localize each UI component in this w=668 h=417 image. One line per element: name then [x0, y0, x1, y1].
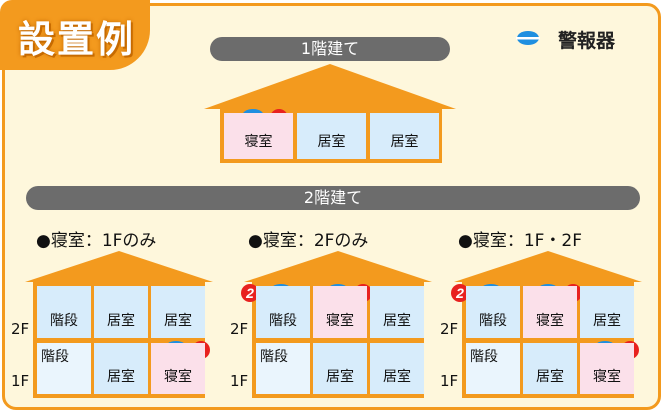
house-1-lower-room-3-label: 寝室	[164, 369, 192, 385]
house-3-upper-alarm-badge-1-number: 2	[455, 285, 464, 301]
house-2-upper-alarm-badge-1	[241, 284, 259, 302]
house-2-lower-room-2-label: 居室	[326, 369, 354, 385]
house-2-lower-room-3: 居室	[370, 343, 424, 394]
one-story-room-1: 寝室	[224, 113, 293, 159]
house-1-lower-room-1-label: 階段	[41, 349, 69, 365]
one-story-room-2: 居室	[297, 113, 366, 159]
house-3-upper-room-3-label: 居室	[593, 313, 621, 329]
house-3-upper-room-3: 居室	[580, 286, 634, 338]
house-2-upper-alarm-badge-1-number: 2	[245, 285, 254, 301]
house-1-upper-room-2-label: 居室	[107, 313, 135, 329]
one-story-room-3: 居室	[370, 113, 439, 159]
house-2-upper-room-3-label: 居室	[383, 313, 411, 329]
house-2-upper-room-1: 階段	[256, 286, 310, 338]
house-1-lower-room-3: 寝室	[151, 343, 205, 394]
house-1-upper-room-1-label: 階段	[50, 313, 78, 329]
house-3-lower-room-3: 寝室	[580, 343, 634, 394]
house-3-lower-room-2-label: 居室	[536, 369, 564, 385]
house-1-upper-room-3: 居室	[151, 286, 205, 338]
one-story-roof	[204, 64, 456, 109]
house-2-upper-room-2-label: 寝室	[326, 313, 354, 329]
house-2-floor-2f: 2F	[230, 320, 249, 338]
house-2-lower-room-1: 階段	[256, 343, 310, 394]
house-1-lower-room-1: 階段	[37, 343, 91, 394]
house-1-upper-room-2: 居室	[94, 286, 148, 338]
house-3-roof	[454, 251, 642, 282]
house-2-floor-1f: 1F	[230, 372, 249, 390]
caption-example-1: ●寝室：1Fのみ	[36, 231, 157, 251]
house-3-upper-alarm-badge-1	[451, 284, 469, 302]
house-3-lower-room-2: 居室	[523, 343, 577, 394]
one-story-room-3-label: 居室	[390, 134, 419, 150]
house-3-upper-room-1-label: 階段	[479, 313, 507, 329]
caption-example-3: ●寝室：1F・2F	[458, 231, 583, 251]
legend-alarm-icon-band	[516, 37, 540, 40]
house-3-floor-2f: 2F	[440, 320, 459, 338]
two-story-heading: 2階建て	[26, 186, 640, 210]
one-story-room-1-label: 寝室	[244, 134, 273, 150]
house-3-floor-1f: 1F	[440, 372, 459, 390]
house-1-upper-room-3-label: 居室	[164, 313, 192, 329]
house-3-upper-room-1: 階段	[466, 286, 520, 338]
house-2-lower-room-3-label: 居室	[383, 369, 411, 385]
house-1-lower-room-2-label: 居室	[107, 369, 135, 385]
one-story-room-2-label: 居室	[317, 134, 346, 150]
house-3-lower-room-1-label: 階段	[470, 349, 498, 365]
house-2-upper-room-1-label: 階段	[269, 313, 297, 329]
house-2-roof	[244, 251, 432, 282]
house-1-floor-2f: 2F	[11, 320, 30, 338]
caption-example-2: ●寝室：2Fのみ	[248, 231, 369, 251]
title-tab: 設置例	[0, 0, 150, 70]
house-1-upper-room-1: 階段	[37, 286, 91, 338]
house-2-lower-room-1-label: 階段	[260, 349, 288, 365]
one-story-heading: 1階建て	[210, 37, 450, 61]
house-2-upper-room-2: 寝室	[313, 286, 367, 338]
house-3-lower-room-1: 階段	[466, 343, 520, 394]
house-3-upper-room-2-label: 寝室	[536, 313, 564, 329]
house-1-floor-1f: 1F	[11, 372, 30, 390]
house-3-lower-room-3-label: 寝室	[593, 369, 621, 385]
house-1-roof	[25, 251, 213, 282]
house-2-upper-room-3: 居室	[370, 286, 424, 338]
house-2-lower-room-2: 居室	[313, 343, 367, 394]
house-1-lower-room-2: 居室	[94, 343, 148, 394]
house-3-upper-room-2: 寝室	[523, 286, 577, 338]
page-title: 設置例	[18, 18, 135, 61]
legend-label: 警報器	[558, 30, 616, 52]
